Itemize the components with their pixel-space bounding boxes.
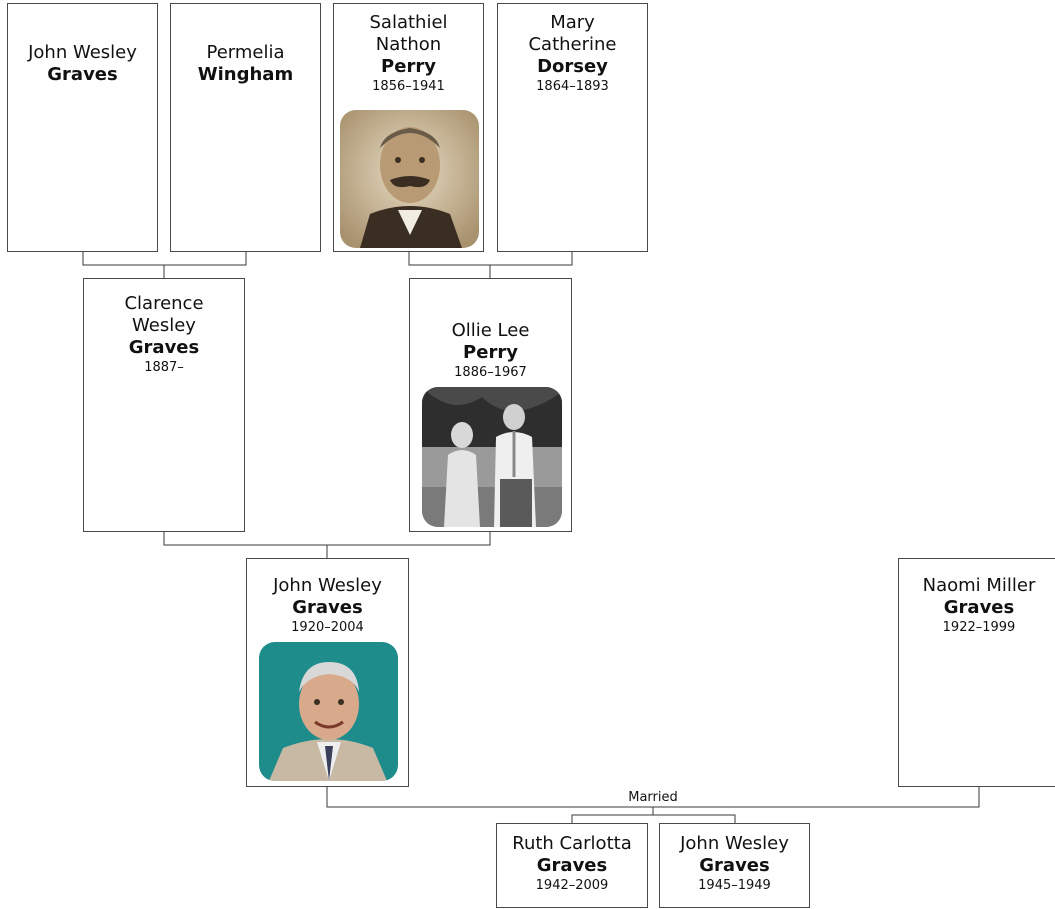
person-card-permelia-wingham[interactable]: Permelia Wingham bbox=[170, 3, 321, 252]
life-years: 1922–1999 bbox=[942, 620, 1016, 635]
surname: Dorsey bbox=[537, 56, 608, 77]
life-years: 1856–1941 bbox=[372, 79, 445, 94]
life-years: 1942–2009 bbox=[535, 878, 609, 893]
surname: Graves bbox=[128, 337, 200, 358]
person-card-salathiel-nathon-perry[interactable]: Salathiel Nathon Perry 1856–1941 bbox=[333, 3, 484, 252]
person-card-clarence-wesley-graves[interactable]: Clarence Wesley Graves 1887– bbox=[83, 278, 245, 532]
life-years: 1864–1893 bbox=[536, 79, 609, 94]
life-years: 1920–2004 bbox=[291, 620, 364, 635]
person-card-naomi-miller-graves[interactable]: Naomi Miller Graves 1922–1999 bbox=[898, 558, 1055, 787]
person-card-john-wesley-graves-grandfather[interactable]: John Wesley Graves bbox=[7, 3, 158, 252]
married-label: Married bbox=[628, 790, 678, 805]
surname: Perry bbox=[381, 56, 436, 77]
person-card-john-wesley-graves-child[interactable]: John Wesley Graves 1945–1949 bbox=[659, 823, 810, 908]
life-years: 1886–1967 bbox=[454, 365, 527, 380]
given-name: Ruth Carlotta bbox=[512, 833, 632, 854]
given-name: John Wesley bbox=[273, 575, 382, 596]
given-name: Mary Catherine bbox=[528, 12, 617, 55]
person-card-john-wesley-graves-father[interactable]: John Wesley Graves 1920–2004 bbox=[246, 558, 409, 787]
given-name: John Wesley bbox=[680, 833, 789, 854]
surname: Graves bbox=[47, 64, 118, 85]
given-name: Clarence Wesley bbox=[124, 293, 204, 336]
person-card-ollie-lee-perry[interactable]: Ollie Lee Perry 1886–1967 bbox=[409, 278, 572, 532]
surname: Graves bbox=[943, 597, 1015, 618]
person-card-mary-catherine-dorsey[interactable]: Mary Catherine Dorsey 1864–1893 bbox=[497, 3, 648, 252]
life-years: 1945–1949 bbox=[698, 878, 771, 893]
surname: Graves bbox=[292, 597, 363, 618]
surname: Wingham bbox=[197, 64, 294, 85]
given-name: Naomi Miller bbox=[922, 575, 1036, 596]
given-name: Ollie Lee bbox=[451, 320, 530, 341]
person-card-ruth-carlotta-graves[interactable]: Ruth Carlotta Graves 1942–2009 bbox=[496, 823, 648, 908]
given-name: Salathiel Nathon bbox=[369, 12, 448, 55]
portrait-photo bbox=[340, 110, 479, 248]
surname: Graves bbox=[699, 855, 770, 876]
life-years: 1887– bbox=[144, 360, 184, 375]
surname: Perry bbox=[463, 342, 518, 363]
surname: Graves bbox=[536, 855, 608, 876]
given-name: Permelia bbox=[206, 42, 285, 63]
portrait-photo bbox=[259, 642, 398, 781]
couple-photo bbox=[422, 387, 562, 527]
given-name: John Wesley bbox=[28, 42, 137, 63]
